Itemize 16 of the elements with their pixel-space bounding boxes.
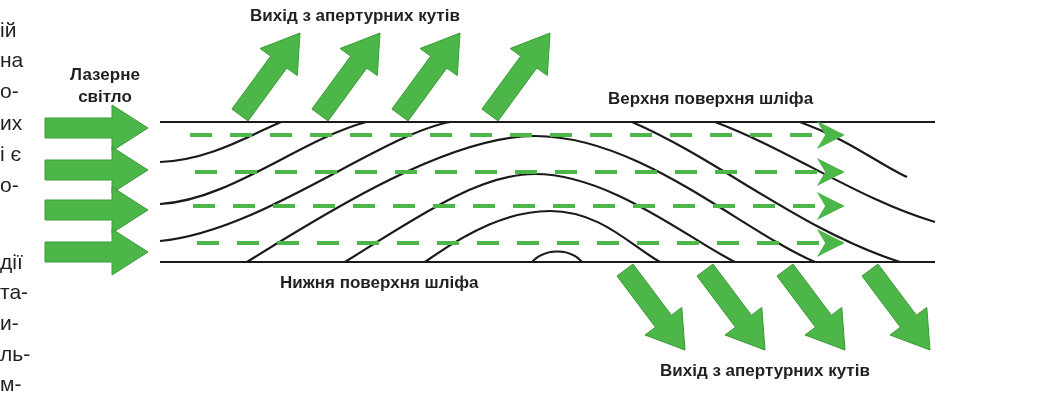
- text-fragment: и-: [0, 311, 19, 335]
- surface-label: Нижня поверхня шліфа: [280, 272, 479, 294]
- input-label: Лазерне світло: [69, 64, 141, 108]
- text-fragment: ль-: [0, 342, 31, 366]
- output-label: Вихід з апертурних кутів: [660, 360, 870, 382]
- text-fragment: м-: [0, 372, 22, 396]
- text-fragment: ій: [0, 18, 17, 42]
- text-fragment: та-: [0, 280, 29, 304]
- text-fragment: их: [0, 111, 23, 135]
- text-fragment: о-: [0, 173, 19, 197]
- text-fragment: на: [0, 48, 24, 72]
- text-fragment: дії: [0, 250, 23, 274]
- text-fragment: і є: [0, 142, 22, 166]
- text-fragment: о-: [0, 79, 19, 103]
- output-label: Вихід з апертурних кутів: [250, 5, 460, 27]
- surface-label: Верхня поверхня шліфа: [608, 88, 814, 110]
